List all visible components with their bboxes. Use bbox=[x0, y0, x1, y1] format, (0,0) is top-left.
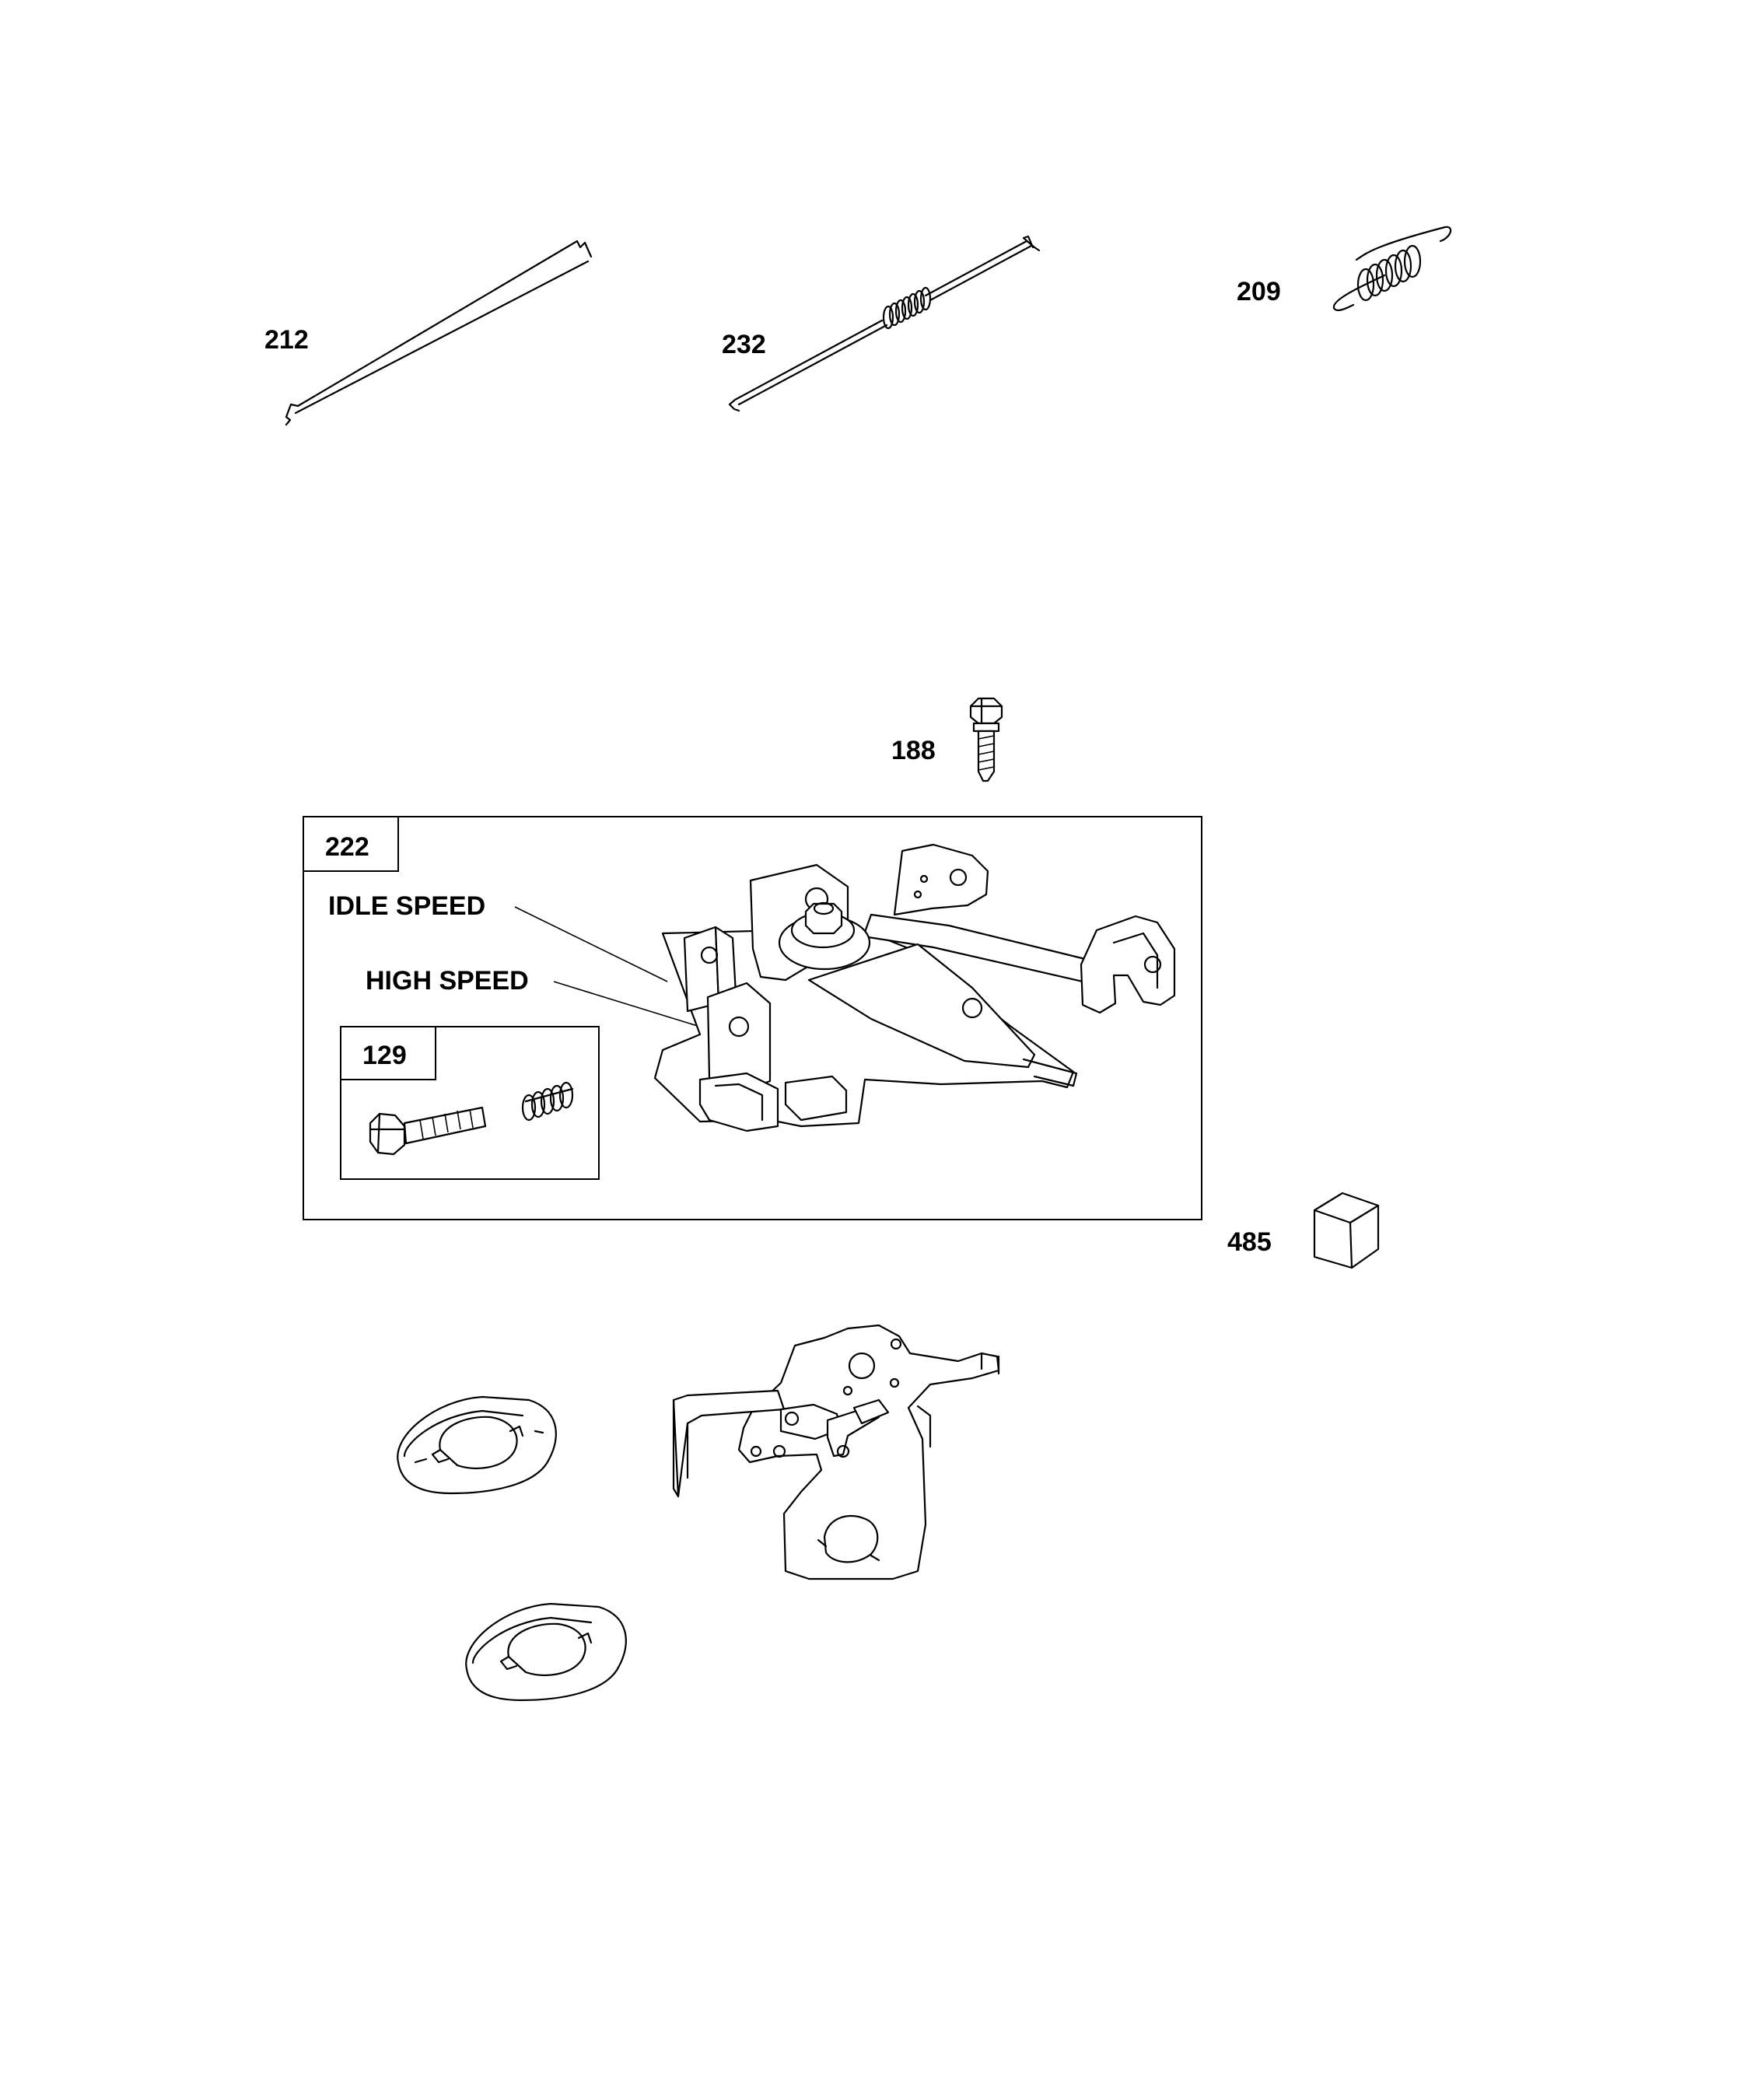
callout-232: 232 bbox=[722, 330, 766, 359]
label-idle-speed: IDLE SPEED bbox=[328, 891, 485, 921]
callout-129: 129 bbox=[362, 1041, 407, 1070]
part-209-spring[interactable] bbox=[1332, 226, 1452, 312]
subassembly-129-box bbox=[340, 1026, 600, 1180]
part-232-rod-spring[interactable] bbox=[728, 235, 1041, 412]
leader-idle-speed bbox=[514, 906, 668, 982]
part-129-spring[interactable] bbox=[521, 1081, 574, 1122]
governor-control-bracket[interactable] bbox=[653, 843, 1176, 1132]
label-high-speed: HIGH SPEED bbox=[366, 966, 529, 996]
part-212-link-rod[interactable] bbox=[285, 240, 593, 426]
part-485-cap[interactable] bbox=[1313, 1192, 1380, 1269]
callout-212: 212 bbox=[264, 325, 309, 355]
callout-209: 209 bbox=[1237, 277, 1281, 306]
callout-222: 222 bbox=[325, 832, 369, 862]
governor-plate-lower[interactable] bbox=[672, 1324, 1000, 1580]
part-188-screw[interactable] bbox=[969, 697, 1003, 782]
assembly-222-box bbox=[303, 816, 1202, 1220]
gasket-lower[interactable] bbox=[465, 1602, 627, 1702]
part-129-screw[interactable] bbox=[369, 1106, 487, 1156]
gasket-upper[interactable] bbox=[397, 1395, 557, 1495]
callout-188: 188 bbox=[891, 736, 936, 765]
callout-485: 485 bbox=[1227, 1227, 1272, 1257]
leader-high-speed bbox=[553, 981, 701, 1027]
